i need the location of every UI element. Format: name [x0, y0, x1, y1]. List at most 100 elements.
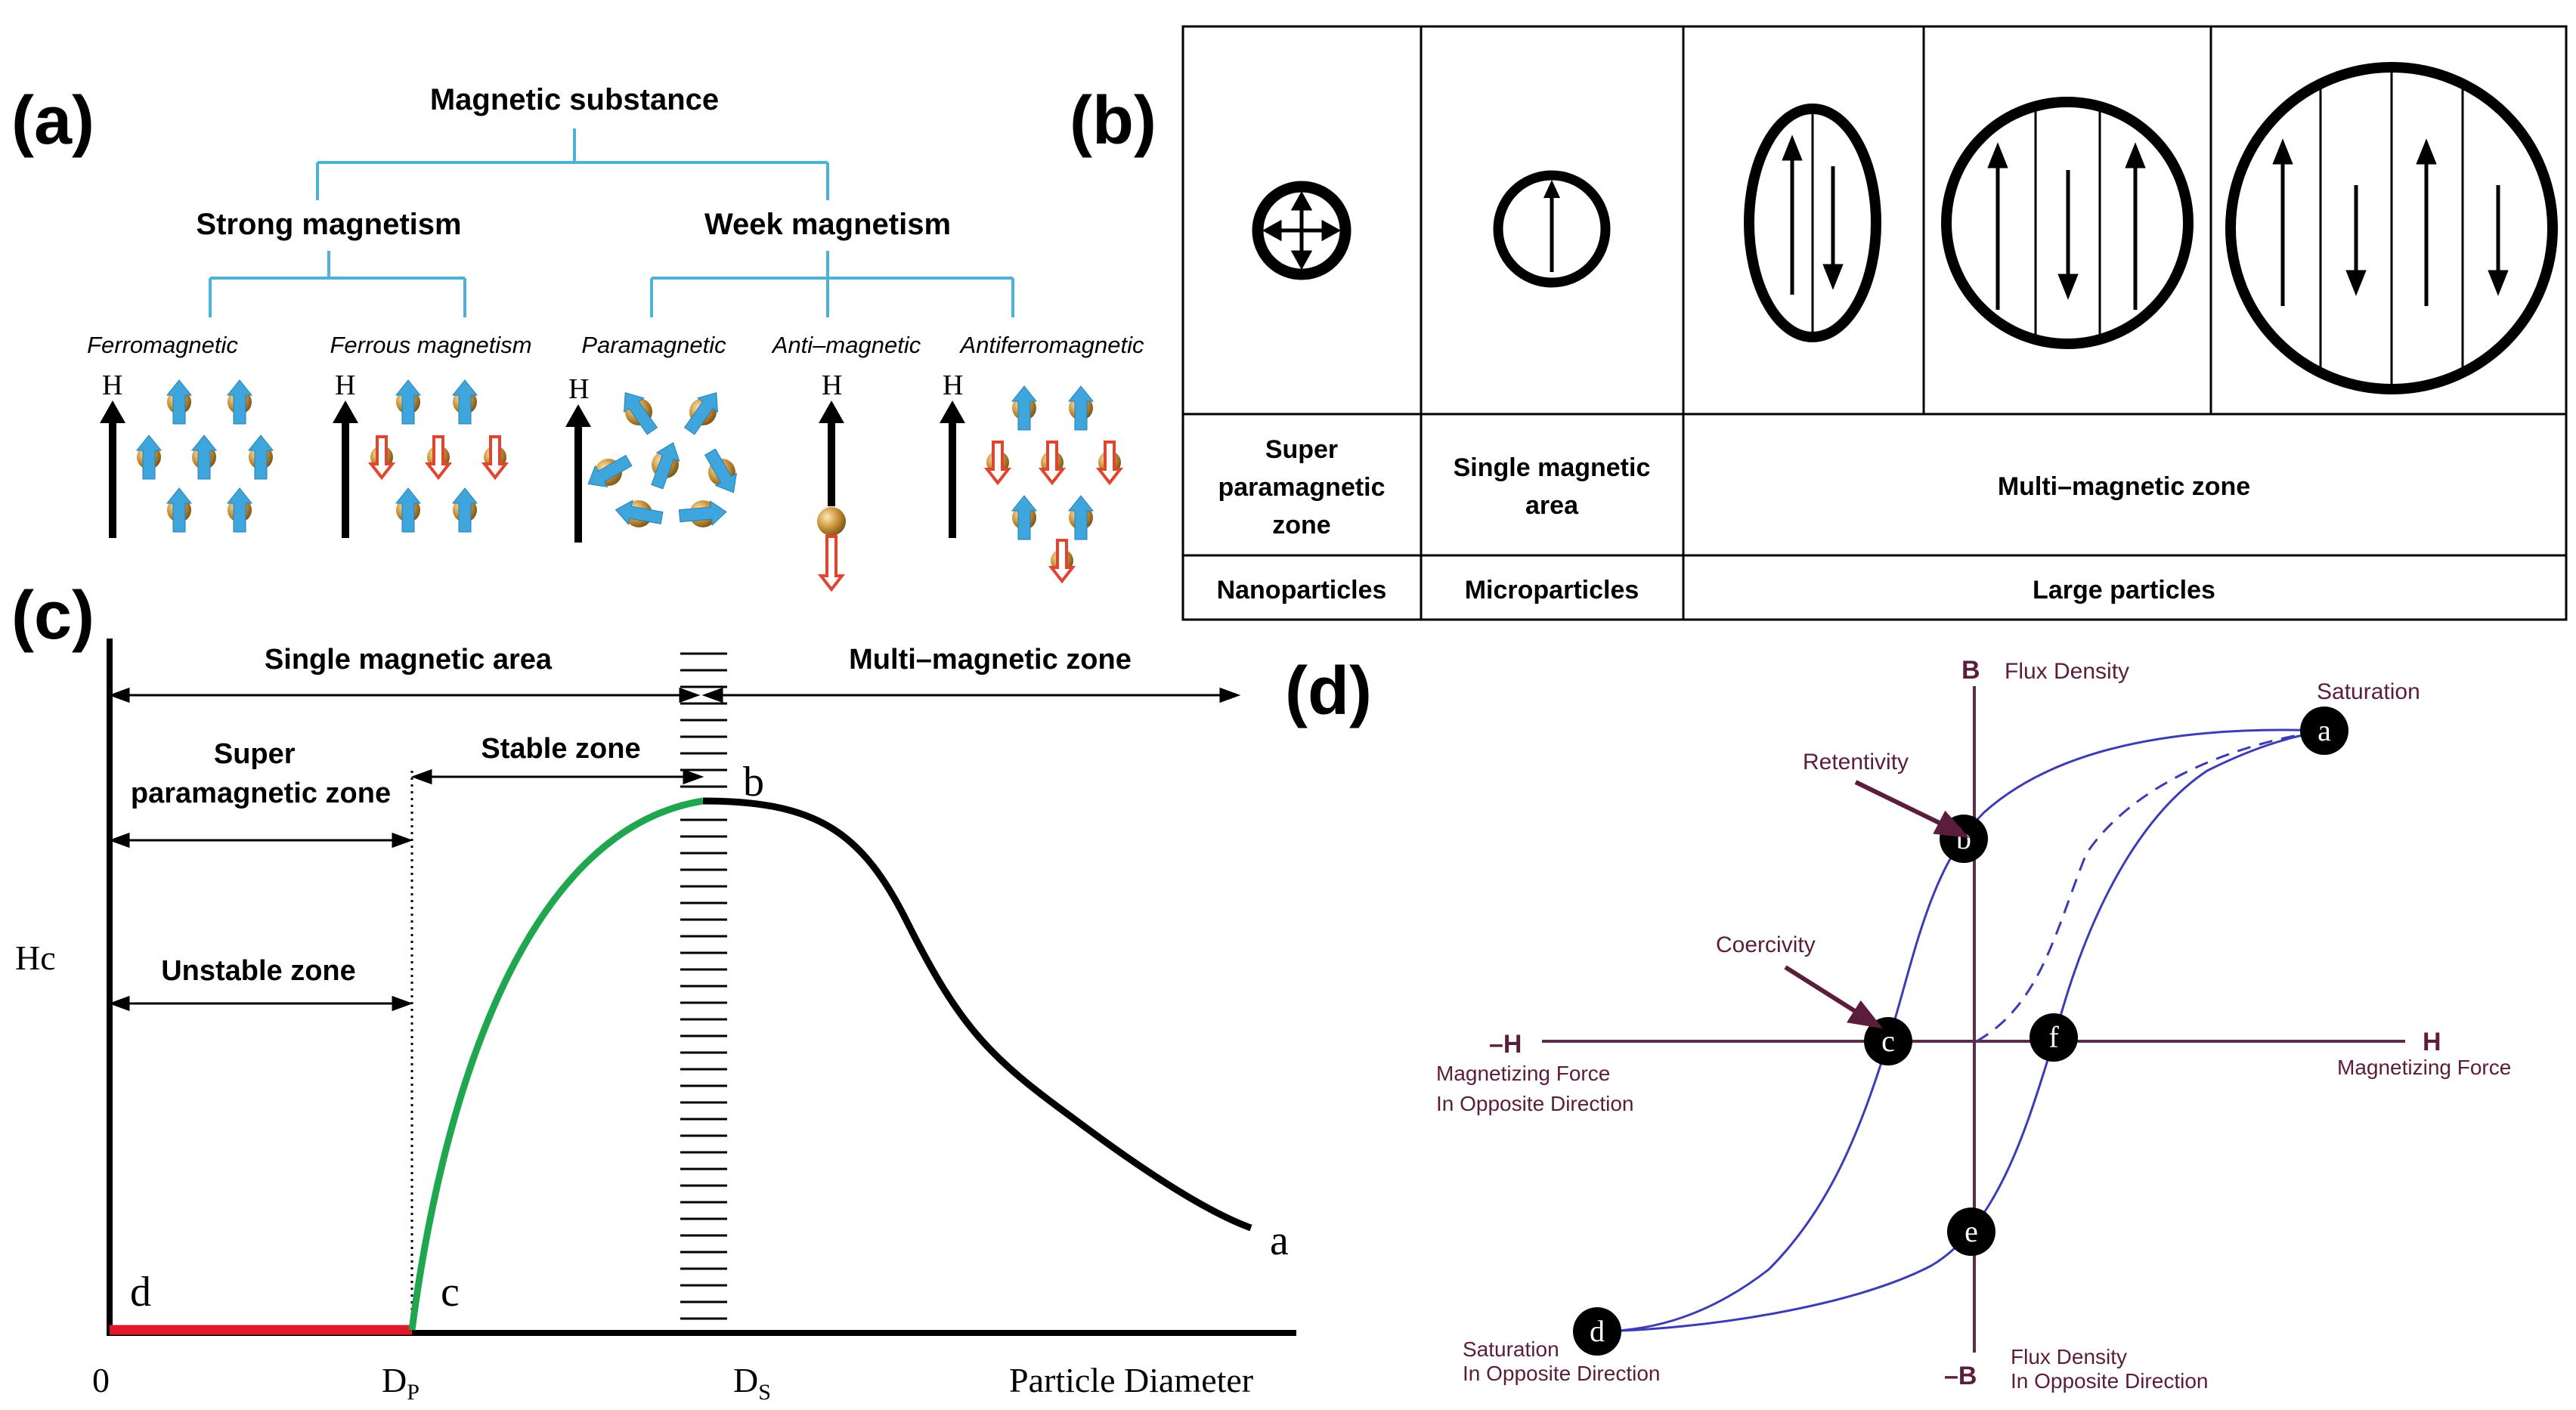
svg-text:d: d	[1590, 1314, 1605, 1348]
d-pointer-arrows	[1784, 780, 1970, 1029]
d-h-label: H	[2423, 1028, 2441, 1056]
svg-text:c: c	[1881, 1024, 1895, 1058]
spin-arrow-up	[166, 487, 193, 533]
panel-c: Single magnetic area Multi–magnetic zone…	[15, 639, 1296, 1405]
d-saturation-opp: Saturation In Opposite Direction	[1463, 1337, 1660, 1385]
particle-micro: Microparticles	[1465, 576, 1639, 605]
domain-multi-4	[2225, 62, 2558, 394]
anti-magnetic-spin	[817, 507, 846, 592]
spin-arrow-up	[395, 487, 422, 533]
node-d: d	[1573, 1307, 1621, 1356]
c-x-label: Particle Diameter	[1009, 1361, 1253, 1399]
svg-text:f: f	[2048, 1020, 2059, 1054]
c-point-a: a	[1270, 1217, 1289, 1264]
ferromagnetic-spins	[135, 379, 274, 533]
spin-arrow-down	[983, 441, 1012, 486]
ds-dashes	[680, 652, 727, 1320]
spin-groups	[135, 379, 1124, 592]
domain-multi-2	[1744, 104, 1881, 342]
d-flux-opp: Flux Density In Opposite Direction	[2011, 1345, 2208, 1393]
node-e: e	[1947, 1207, 1995, 1256]
c-multi-zone-label: Multi–magnetic zone	[849, 644, 1132, 676]
c-ds-label: DS	[733, 1361, 771, 1405]
spin-arrow-up	[226, 379, 253, 425]
tree-root-label: Magnetic substance	[430, 83, 719, 116]
spin-arrow-up	[135, 434, 163, 480]
spin-arrow-down	[1095, 441, 1124, 486]
type-ferromagnetic: Ferromagnetic	[87, 332, 238, 358]
node-a: a	[2300, 707, 2348, 755]
d-coercivity: Coercivity	[1716, 932, 1816, 957]
domain-single	[1493, 170, 1611, 288]
spin-arrow-down	[367, 435, 396, 481]
tree-lines	[209, 128, 1014, 317]
c-unstable-zone-label: Unstable zone	[161, 955, 356, 987]
hysteresis-loop	[1596, 728, 2325, 1333]
spin-arrow-up	[190, 434, 218, 480]
spin-arrow-up	[678, 500, 727, 527]
c-super-para-label: Super paramagnetic zone	[131, 738, 391, 809]
curve-stable-green	[408, 797, 704, 1331]
field-label-2: H	[335, 370, 355, 401]
range-arrows	[108, 687, 1241, 1012]
domain-super-para	[1252, 181, 1351, 280]
d-neg-h: –H	[1489, 1030, 1522, 1059]
type-anti-magnetic: Anti–magnetic	[771, 332, 921, 358]
particle-nano: Nanoparticles	[1217, 576, 1387, 605]
spin-arrow-up	[1067, 495, 1094, 540]
spin-arrow-up	[451, 487, 478, 533]
spin-arrow-up	[615, 499, 664, 525]
c-stable-zone-label: Stable zone	[481, 733, 640, 765]
spin-arrow-up	[1067, 385, 1094, 431]
spin-arrow-up	[651, 442, 680, 490]
spin-arrow-up	[624, 391, 658, 435]
svg-text:e: e	[1965, 1214, 1978, 1248]
field-label-3: H	[568, 373, 589, 405]
c-single-area-label: Single magnetic area	[265, 644, 553, 676]
domain-multi-3	[1941, 97, 2194, 349]
d-flux-density: Flux Density	[2005, 659, 2129, 684]
panel-a: Magnetic substance Strong magnetism Week…	[87, 83, 1144, 592]
zone-multi-magnetic: Multi–magnetic zone	[1998, 472, 2250, 501]
node-c: c	[1864, 1017, 1912, 1065]
spin-arrow-up	[247, 434, 274, 480]
panel-label-d: (d)	[1285, 654, 1372, 729]
d-mag-force-opp: Magnetizing Force In Opposite Direction	[1436, 1062, 1633, 1115]
spin-arrow-down	[1038, 441, 1067, 486]
panel-label-c: (c)	[11, 578, 94, 654]
spin-arrow-up	[704, 448, 738, 493]
curve-multi-black	[702, 797, 1252, 1232]
spin-arrow-up	[1011, 495, 1038, 540]
type-antiferromagnetic: Antiferromagnetic	[959, 332, 1144, 358]
field-label-5: H	[943, 370, 963, 401]
paramagnetic-spins	[587, 391, 738, 527]
antiferromagnetic-spins	[983, 385, 1124, 584]
field-label-4: H	[822, 370, 842, 401]
c-y-label: Hc	[15, 938, 56, 977]
c-dp-label: DP	[382, 1361, 420, 1405]
weak-magnetism-label: Week magnetism	[704, 208, 951, 241]
type-ferrous-magnetism: Ferrous magnetism	[330, 332, 531, 358]
field-label-1: H	[102, 370, 122, 401]
d-b-label: B	[1961, 656, 1980, 685]
spin-arrow-down	[424, 435, 453, 481]
spin-arrow-up	[395, 379, 422, 425]
spin-arrow-up	[1011, 385, 1038, 431]
c-origin: 0	[92, 1361, 110, 1399]
d-saturation: Saturation	[2317, 679, 2420, 704]
domain-arrows	[1782, 135, 2509, 310]
node-f: f	[2030, 1013, 2078, 1062]
d-retentivity: Retentivity	[1803, 750, 1909, 775]
spin-arrow-up	[451, 379, 478, 425]
type-paramagnetic: Paramagnetic	[581, 332, 726, 358]
particle-large: Large particles	[2033, 576, 2215, 605]
spin-arrow-down	[481, 435, 509, 481]
d-neg-b: –B	[1944, 1362, 1977, 1390]
